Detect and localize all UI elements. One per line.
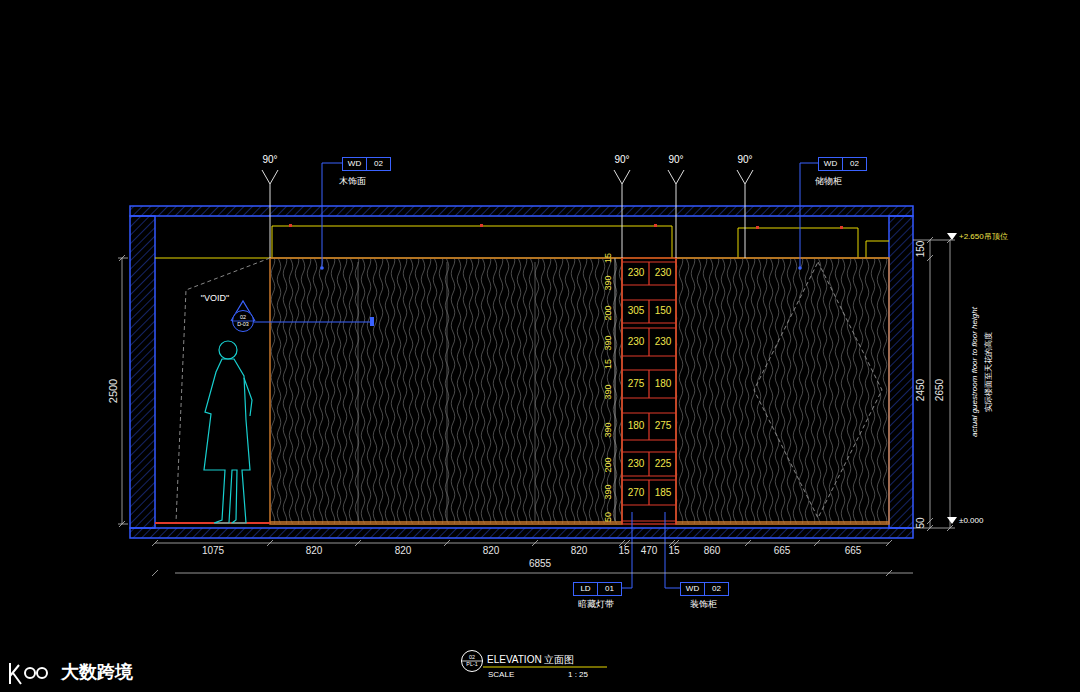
angle-note: 90° — [614, 155, 629, 165]
cell-dimension: 230 — [655, 337, 672, 347]
tag-code: 02 — [843, 158, 866, 170]
scale-text: 1 : 25 — [568, 671, 588, 679]
symbol-code: PL-1 — [461, 662, 483, 672]
dimension-text: 15 — [668, 546, 679, 556]
tag-box: WD02 — [342, 157, 391, 171]
level-text: ±0.000 — [959, 517, 983, 525]
tag-code: WD — [681, 583, 705, 595]
symbol-outline — [232, 310, 254, 332]
cell-dimension: 150 — [655, 306, 672, 316]
void-outline — [176, 258, 270, 522]
level-text: +2.650吊顶位 — [959, 233, 1008, 241]
dimension-text: 665 — [845, 546, 862, 556]
wood-panels — [270, 258, 889, 524]
dimension-text: 2650 — [935, 379, 945, 401]
shelf-dimension: 390 — [604, 422, 613, 437]
title-underline — [483, 667, 607, 668]
level-markers — [947, 233, 957, 524]
dimension-text: 470 — [641, 546, 658, 556]
tag-code: WD — [819, 158, 843, 170]
cell-dimension: 230 — [628, 459, 645, 469]
cell-dimension: 230 — [628, 337, 645, 347]
shelf-dimension: 390 — [604, 275, 613, 290]
cell-dimension: 180 — [628, 421, 645, 431]
dimension-text: 6855 — [529, 559, 551, 569]
cell-dimension: 230 — [628, 268, 645, 278]
base-line — [270, 521, 889, 523]
drawing-title: ELEVATION 立面图 — [487, 655, 574, 665]
leader-dots — [320, 266, 802, 326]
tag-code: WD — [343, 158, 367, 170]
walls — [130, 206, 913, 538]
human-figure — [204, 341, 252, 523]
cell-dimension: 180 — [655, 379, 672, 389]
dimension-text: 2450 — [916, 379, 926, 401]
cell-dimension: 185 — [655, 488, 672, 498]
tag-box: WD02 — [818, 157, 867, 171]
angle-symbols — [262, 170, 753, 258]
watermark: 大数跨境 — [61, 663, 133, 681]
material-name: 装饰柜 — [690, 600, 717, 609]
shelf-dimension: 390 — [604, 384, 613, 399]
tag-code: LD — [574, 583, 598, 595]
cell-dimension: 275 — [628, 379, 645, 389]
scale-text: SCALE — [488, 671, 514, 679]
tag-box: WD02 — [680, 582, 729, 596]
cell-dimension: 305 — [628, 306, 645, 316]
tag-box: LD01 — [573, 582, 622, 596]
cell-dimension: 270 — [628, 488, 645, 498]
title-bubble: 02PL-1 — [461, 650, 483, 672]
tag-code: 01 — [598, 583, 621, 595]
diamond-pattern — [754, 262, 882, 518]
angle-note: 90° — [262, 155, 277, 165]
shelf-dimension: 15 — [604, 359, 613, 369]
tag-code: 02 — [367, 158, 390, 170]
dimension-text: 860 — [704, 546, 721, 556]
shelf-dimension: 390 — [604, 484, 613, 499]
symbol-outline — [461, 650, 483, 672]
dimension-text: 2500 — [108, 379, 119, 403]
tag-code: 02 — [705, 583, 728, 595]
shelf-dimension: 50 — [604, 512, 613, 522]
dimension-text: 150 — [916, 241, 926, 258]
dimension-text: 665 — [774, 546, 791, 556]
ceiling — [155, 226, 889, 258]
panel-joints — [358, 262, 535, 522]
height-note: actual guestroom floor to floor height — [971, 307, 979, 437]
material-name: 木饰面 — [339, 177, 366, 186]
shelf-dimension: 200 — [604, 457, 613, 472]
shelf — [622, 258, 676, 524]
shelf-dimension: 390 — [604, 335, 613, 350]
void-note: "VOID" — [201, 294, 229, 303]
leader-lines — [254, 163, 818, 588]
floor-line — [155, 522, 270, 524]
symbol-code: D-03 — [232, 322, 254, 332]
material-name: 储物柜 — [815, 177, 842, 186]
ceiling-marks — [289, 224, 843, 229]
dimension-lines — [118, 237, 955, 576]
dimension-text: 820 — [306, 546, 323, 556]
logo-icon — [10, 663, 47, 684]
dimension-text: 50 — [916, 517, 926, 528]
dimension-text: 820 — [483, 546, 500, 556]
symbol-code: 02 — [232, 310, 254, 320]
material-name: 暗藏灯带 — [578, 600, 614, 609]
cell-dimension: 225 — [655, 459, 672, 469]
dimension-text: 1075 — [202, 546, 224, 556]
symbol-code: 02 — [461, 650, 483, 660]
cell-dimension: 230 — [655, 268, 672, 278]
shelf-dimension: 200 — [604, 305, 613, 320]
cell-dimension: 275 — [655, 421, 672, 431]
angle-note: 90° — [737, 155, 752, 165]
dimension-text: 820 — [395, 546, 412, 556]
shelf-dimension: 15 — [604, 253, 613, 263]
height-note: 实际楼面至天花的高度 — [985, 332, 993, 412]
dimension-text: 820 — [571, 546, 588, 556]
section-symbol: 02D-03 — [232, 310, 254, 332]
angle-note: 90° — [668, 155, 683, 165]
dimension-text: 15 — [618, 546, 629, 556]
